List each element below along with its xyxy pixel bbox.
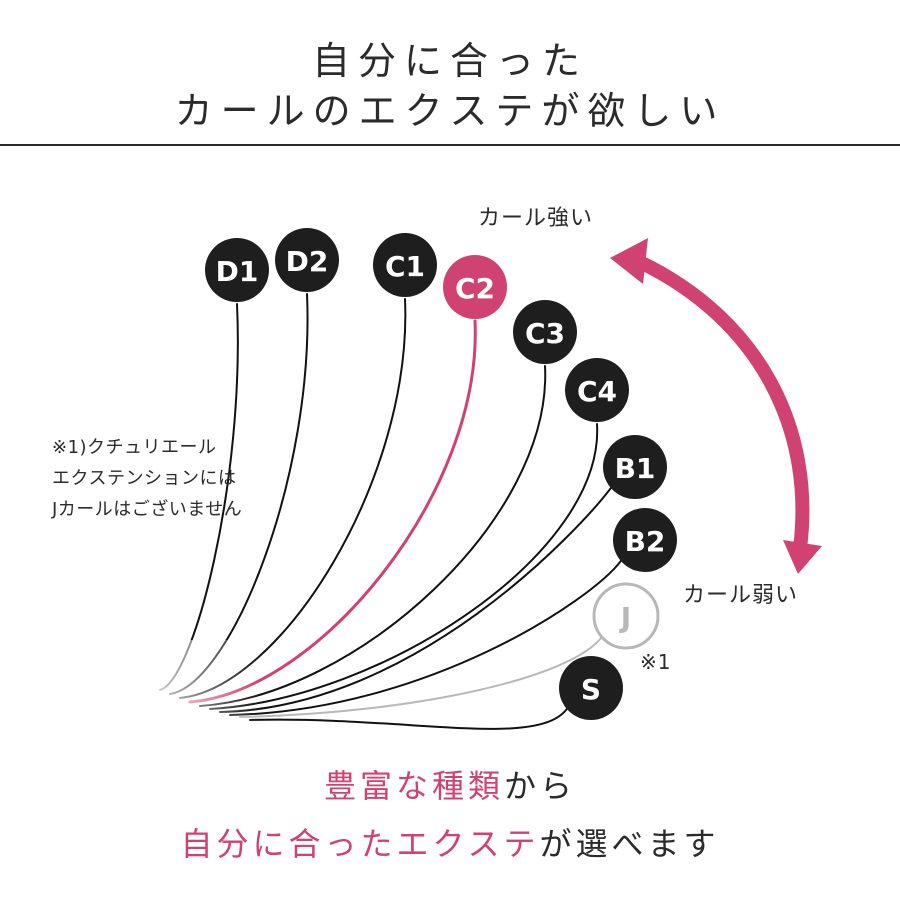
curl-badge-c2: C2 <box>443 255 507 319</box>
curl-badge-circle <box>205 238 269 302</box>
curl-badge-label: C3 <box>525 317 565 350</box>
footer-line-1-accent: 豊富な種類 <box>323 767 504 805</box>
footer-line-2-plain: が選べます <box>539 825 720 863</box>
curl-badge-circle <box>443 255 507 319</box>
curl-badge-circle <box>603 435 667 499</box>
curl-badge-label: B1 <box>615 452 656 485</box>
curl-badge-label: D2 <box>286 245 329 278</box>
note-line-3: Jカールはございません <box>52 499 243 520</box>
curl-weak-label: カール弱い <box>683 583 799 608</box>
curl-badge-circle <box>565 358 629 422</box>
curl-badge-label: B2 <box>625 525 666 558</box>
curl-badge-s: S <box>559 656 623 720</box>
footer-line-2: 自分に合ったエクステが選べます <box>0 828 900 860</box>
note-marker: ※1 <box>640 650 672 674</box>
lash-line-s <box>249 707 568 730</box>
curl-badge-circle <box>592 582 660 650</box>
curl-badge-j: J <box>592 582 660 650</box>
footer-line-2-accent: 自分に合ったエクステ <box>180 825 540 863</box>
curl-badge-b1: B1 <box>603 435 667 499</box>
lash-line-j <box>239 635 603 718</box>
curl-badge-circle <box>559 656 623 720</box>
lash-line-b1 <box>219 486 612 713</box>
lash-line-b2 <box>229 559 622 716</box>
curl-badge-label: C4 <box>577 375 617 408</box>
curl-badge-label: S <box>581 673 601 706</box>
curl-badge-label: C2 <box>455 272 495 305</box>
curl-strong-label: カール強い <box>478 206 594 231</box>
footer-line-1-plain: から <box>504 767 577 805</box>
curl-arrow-arc <box>633 255 810 555</box>
curl-badge-d1: D1 <box>205 238 269 302</box>
curl-badge-c3: C3 <box>513 300 577 364</box>
curl-badge-c4: C4 <box>565 358 629 422</box>
header-divider <box>0 144 900 146</box>
curl-strength-arrow <box>610 238 822 574</box>
lash-line-c4 <box>209 423 599 710</box>
curl-badge-d2: D2 <box>275 228 339 292</box>
curl-badge-circle <box>513 300 577 364</box>
j-curl-note: ※1)クチュリエール エクステンションには Jカールはございません <box>52 432 242 525</box>
note-line-2: エクステンションには <box>52 468 237 489</box>
lash-base-fade <box>120 640 270 740</box>
heading-line-1: 自分に合った <box>311 39 588 83</box>
curl-badge-circle <box>373 233 437 297</box>
curl-badge-b2: B2 <box>613 508 677 572</box>
arrowhead-up-icon <box>610 238 648 284</box>
curl-badge-label: C1 <box>385 250 425 283</box>
arrowhead-down-icon <box>783 540 822 574</box>
curl-badge-label: D1 <box>216 255 259 288</box>
curl-badge-circle <box>275 228 339 292</box>
heading-line-2: カールのエクステが欲しい <box>174 89 726 133</box>
curl-badge-circle <box>613 508 677 572</box>
note-line-1: ※1)クチュリエール <box>52 437 217 458</box>
curl-badge-c1: C1 <box>373 233 437 297</box>
curl-badge-label: J <box>619 601 631 634</box>
footer-line-1: 豊富な種類から <box>0 770 900 802</box>
